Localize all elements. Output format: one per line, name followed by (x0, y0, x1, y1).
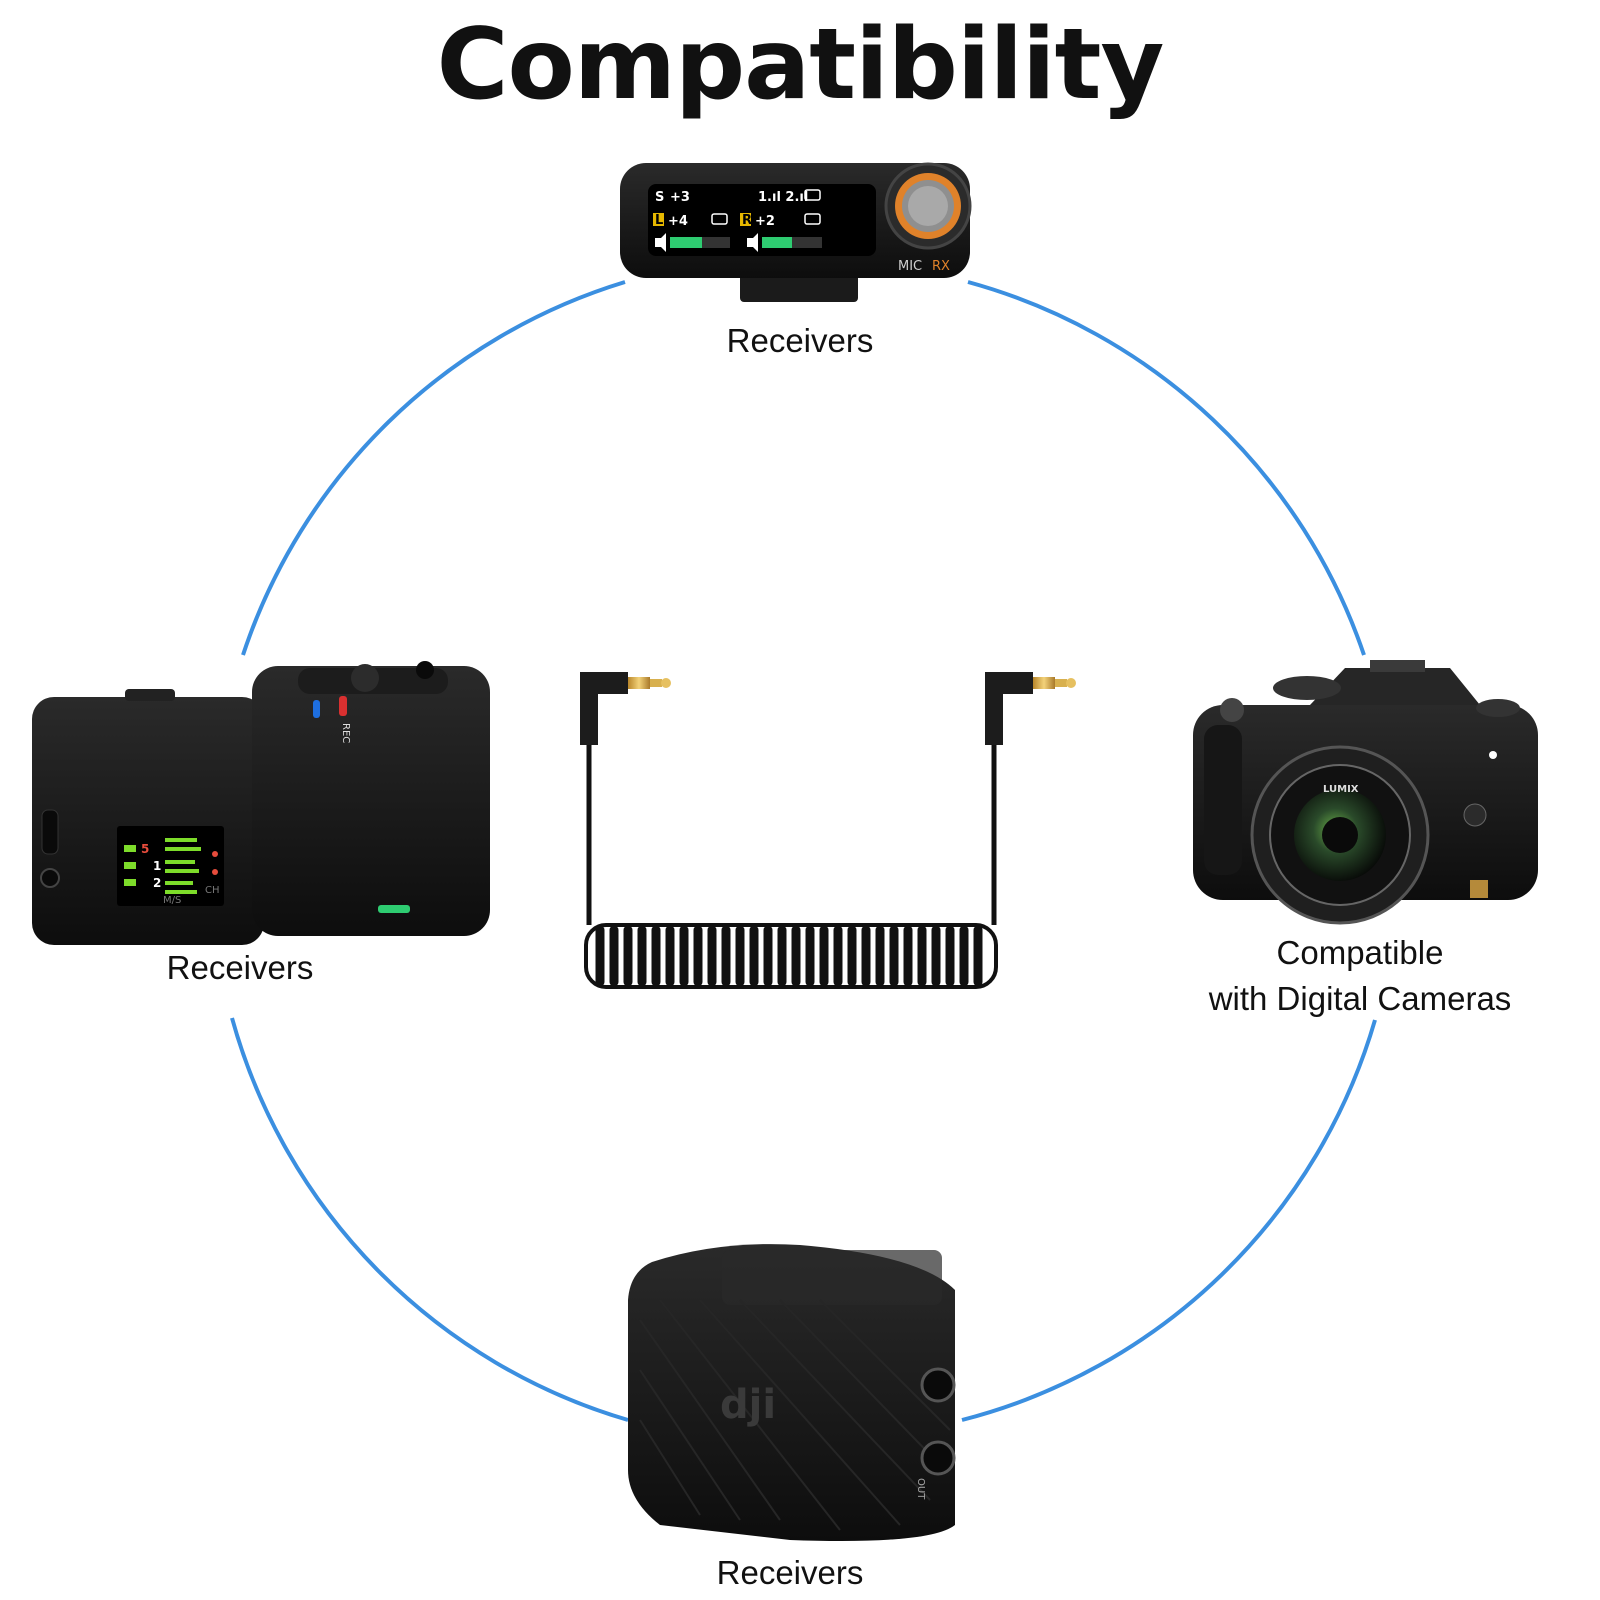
coiled-cable (580, 672, 1076, 989)
dji-logo: dji (720, 1382, 776, 1428)
caption-bottom: Receivers (716, 1554, 864, 1591)
left-receivers: 5 1 2 M/S CH REC (32, 661, 490, 945)
left-screen-num2: 2 (153, 876, 161, 890)
caption-left: Receivers (166, 949, 314, 986)
left-screen-ms: M/S (163, 895, 181, 906)
left-screen-ch: CH (205, 885, 220, 896)
screen-l-value: +4 (668, 214, 688, 229)
dji-out-label: OUT (915, 1478, 926, 1500)
left-screen-num1: 1 (153, 859, 161, 873)
screen-s-label: S (655, 190, 664, 205)
page-title: Compatibility (436, 8, 1165, 122)
caption-right-line1: Compatible (1276, 934, 1444, 971)
caption-top: Receivers (726, 322, 874, 359)
digital-camera: LUMIX (1193, 660, 1538, 925)
caption-right-line2: with Digital Cameras (1208, 980, 1512, 1017)
dji-receiver: dji OUT (628, 1244, 956, 1541)
left-screen-num5: 5 (141, 842, 149, 856)
connection-ring (230, 280, 1377, 1422)
caption-right: Compatible with Digital Cameras (1180, 930, 1540, 1022)
screen-r-label: R (742, 213, 752, 228)
screen-s-value: +3 (670, 190, 690, 205)
mic-rx-brand: MIC (898, 259, 922, 274)
screen-r-value: +2 (755, 214, 775, 229)
mic-rx-receiver: S +3 1.ıl 2.ıl L +4 R +2 MIC RX (620, 162, 972, 302)
camera-brand: LUMIX (1323, 784, 1359, 795)
mic-rx-model: RX (932, 259, 950, 274)
screen-channel: 1.ıl 2.ıl (758, 190, 808, 205)
left-rec-label: REC (340, 723, 351, 743)
screen-l-label: L (655, 213, 663, 228)
